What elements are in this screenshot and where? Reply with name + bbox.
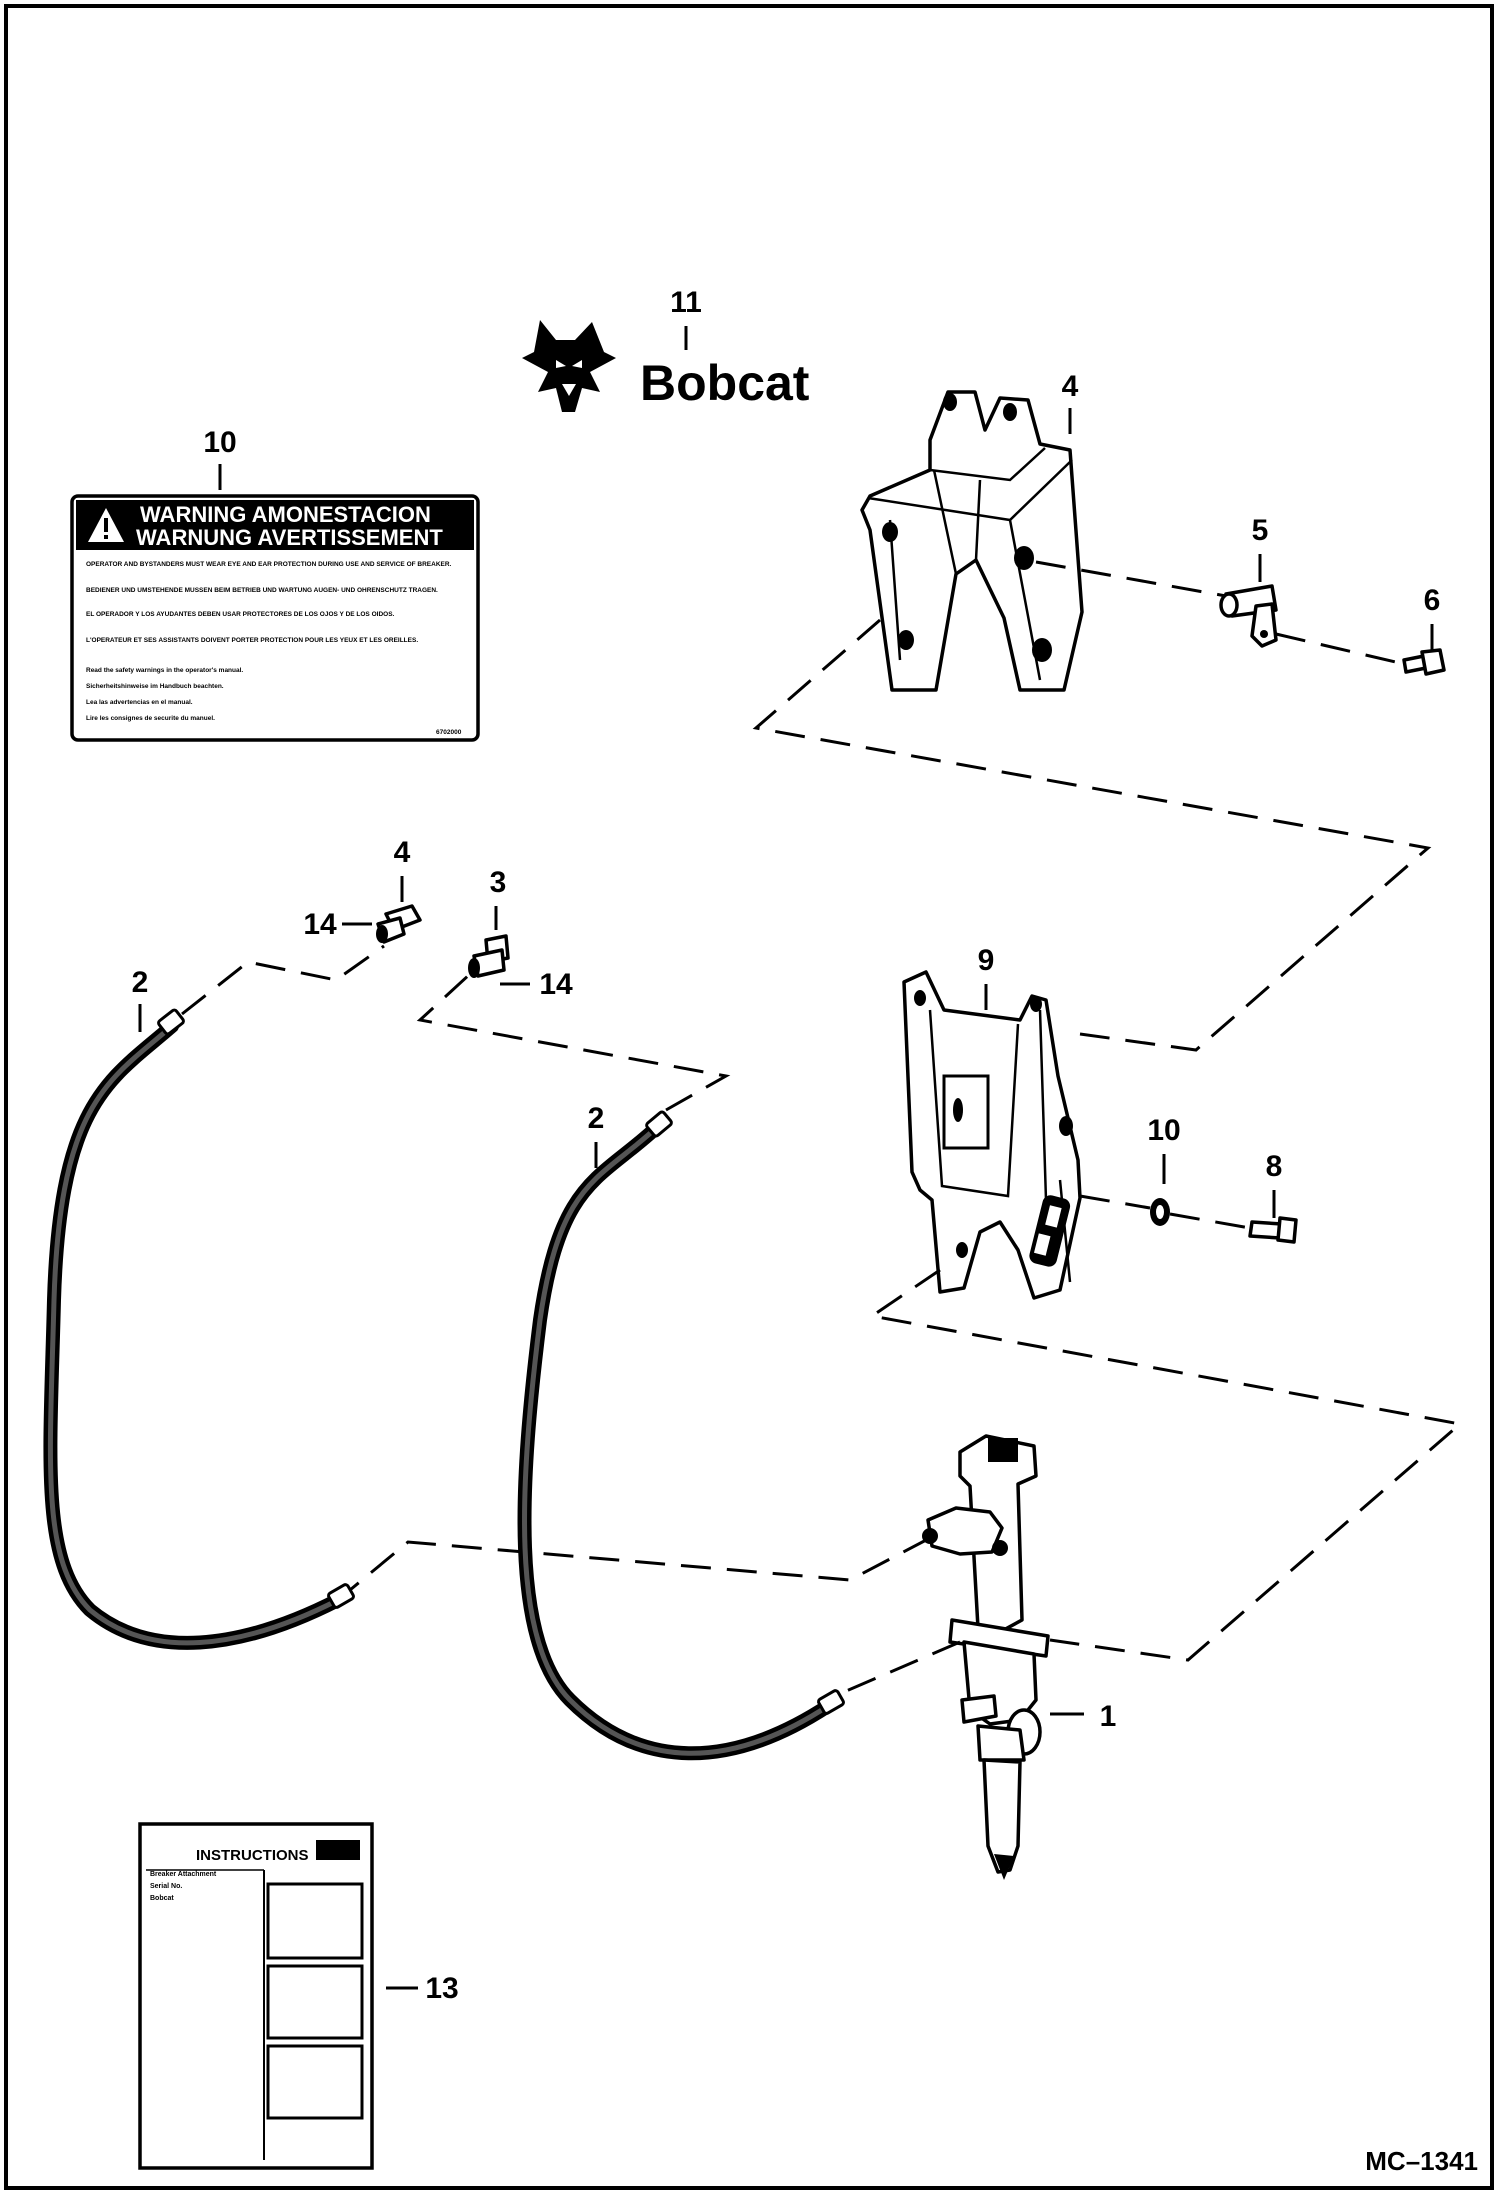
- upper-mount-bracket: [860, 390, 1084, 692]
- instruction-manual: INSTRUCTIONS Breaker Attachment Serial N…: [138, 1822, 374, 2170]
- warning-body-line: Sicherheitshinweise im Handbuch beachten…: [86, 683, 224, 690]
- warning-heading-line1: WARNING AMONESTACION: [140, 502, 431, 527]
- callout-13: 13: [425, 1972, 458, 2005]
- warning-body-line: Lea las advertencias en el manual.: [86, 699, 193, 706]
- callout-7: 8: [1266, 1150, 1283, 1183]
- assembly-line: [752, 618, 1432, 1052]
- callout-4: 4: [394, 836, 411, 869]
- manual-line: Bobcat: [150, 1895, 174, 1902]
- callout-14: 14: [539, 968, 573, 1001]
- assembly-line: [416, 972, 731, 1112]
- assembly-line: [829, 1640, 961, 1700]
- pin-part: [1219, 584, 1278, 648]
- cap-screw-part: [1248, 1216, 1298, 1244]
- warning-body-line: Read the safety warnings in the operator…: [86, 667, 243, 674]
- callout-9: 5: [1252, 514, 1269, 547]
- assembly-line: [1035, 560, 1227, 598]
- callout-14: 14: [303, 908, 337, 941]
- assembly-line: [349, 1536, 931, 1592]
- bolt-part: [1402, 648, 1446, 676]
- warning-body-line: Lire les consignes de securite du manuel…: [86, 715, 215, 722]
- warning-triangle-icon: [88, 508, 124, 542]
- callout-2: 2: [588, 1102, 605, 1135]
- assembly-line: [181, 944, 385, 1016]
- warning-body-line: EL OPERADOR Y LOS AYUDANTES DEBEN USAR P…: [86, 611, 395, 618]
- warning-decal: WARNING AMONESTACION WARNUNG AVERTISSEME…: [70, 494, 480, 742]
- manual-title: INSTRUCTIONS: [196, 1847, 309, 1864]
- callout-10: 6: [1424, 584, 1441, 617]
- callout-3: 3: [490, 866, 507, 899]
- callout-1: 1: [1100, 1700, 1117, 1733]
- callout-8: 4: [1062, 370, 1079, 403]
- page-border: [4, 4, 1494, 2190]
- lower-mount-bracket: [902, 970, 1082, 1300]
- manual-line: Breaker Attachment: [150, 1871, 217, 1878]
- manual-line: Serial No.: [150, 1883, 182, 1890]
- figure-code: MC–1341: [1365, 2146, 1478, 2176]
- callout-12: 11: [670, 286, 702, 319]
- hydraulic-hose-right: [517, 1110, 845, 1761]
- warning-body-line: L'OPERATEUR ET SES ASSISTANTS DOIVENT PO…: [86, 637, 418, 644]
- warning-body-line: BEDIENER UND UMSTEHENDE MUSSEN BEIM BETR…: [86, 587, 438, 594]
- bobcat-wordmark: Bobcat: [640, 355, 810, 411]
- fitting-4: [376, 904, 422, 944]
- warning-body-line: OPERATOR AND BYSTANDERS MUST WEAR EYE AN…: [86, 561, 452, 568]
- assembly-line: [868, 1268, 1464, 1662]
- callout-5: 9: [978, 944, 995, 977]
- hydraulic-hose-left: [43, 1008, 355, 1650]
- assembly-line: [1079, 1194, 1151, 1210]
- assembly-line: [1169, 1212, 1251, 1230]
- callout-2: 2: [132, 966, 149, 999]
- callout-6: 10: [1147, 1114, 1180, 1147]
- fitting-3: [468, 934, 510, 978]
- warning-heading-line2: WARNUNG AVERTISSEMENT: [136, 525, 443, 550]
- hydraulic-breaker: [922, 1434, 1050, 1880]
- warning-part-number: 6702000: [436, 729, 462, 736]
- assembly-line: [1275, 632, 1405, 666]
- washer-part: [1150, 1198, 1170, 1226]
- callout-11: 10: [203, 426, 236, 459]
- bobcat-head-logo: [522, 320, 616, 412]
